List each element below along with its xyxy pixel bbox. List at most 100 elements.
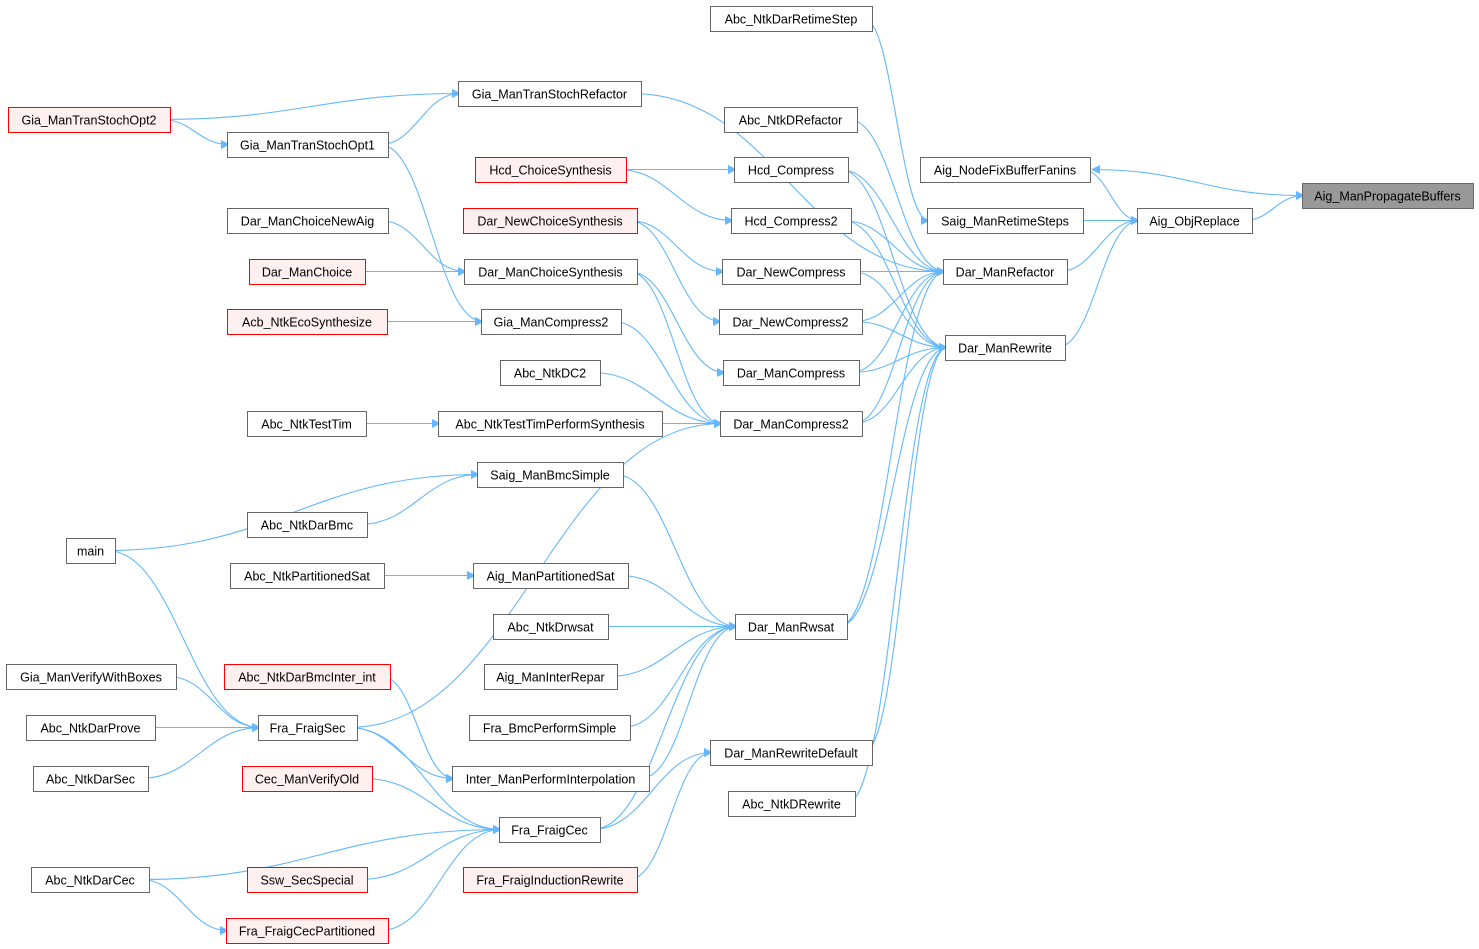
edge-gia-man-tran-stoch-opt2-to-gia-man-tran-stoch-refactor — [161, 89, 461, 121]
node-box — [230, 563, 385, 589]
node-dar-man-compress2[interactable]: Dar_ManCompress2 — [720, 411, 863, 437]
node-main[interactable]: main — [66, 538, 116, 564]
node-dar-man-rwsat[interactable]: Dar_ManRwsat — [735, 614, 848, 640]
node-label: Aig_ManPropagateBuffers — [1314, 190, 1460, 204]
node-dar-man-rewrite[interactable]: Dar_ManRewrite — [945, 335, 1066, 361]
node-box — [1302, 183, 1474, 209]
node-gia-man-tran-stoch-opt1[interactable]: Gia_ManTranStochOpt1 — [227, 132, 389, 158]
node-label: Gia_ManTranStochOpt1 — [240, 139, 375, 153]
node-label: Dar_ManCompress — [737, 367, 845, 381]
node-gia-man-tran-stoch-refactor[interactable]: Gia_ManTranStochRefactor — [458, 81, 642, 107]
node-label: Aig_ObjReplace — [1149, 215, 1239, 229]
node-saig-man-retime-steps[interactable]: Saig_ManRetimeSteps — [927, 208, 1084, 234]
node-box — [258, 715, 358, 741]
node-inter-man-perform-interpolation[interactable]: Inter_ManPerformInterpolation — [452, 766, 650, 792]
edge-fra-fraig-cec-to-dar-man-rewrite-default — [591, 748, 713, 831]
node-dar-new-choice-synthesis[interactable]: Dar_NewChoiceSynthesis — [463, 208, 638, 234]
node-aig-man-partitioned-sat[interactable]: Aig_ManPartitionedSat — [473, 563, 629, 589]
node-abc-ntk-dar-cec[interactable]: Abc_NtkDarCec — [31, 867, 150, 893]
node-hcd-choice-synthesis[interactable]: Hcd_ChoiceSynthesis — [475, 157, 627, 183]
edge-abc-ntk-dar-sec-to-fra-fraig-sec — [139, 723, 261, 780]
node-abc-ntk-test-tim-perform-synthesis[interactable]: Abc_NtkTestTimPerformSynthesis — [438, 411, 663, 437]
node-hcd-compress2[interactable]: Hcd_Compress2 — [731, 208, 852, 234]
node-label: Abc_NtkTestTimPerformSynthesis — [455, 418, 644, 432]
node-label: Aig_ManInterRepar — [496, 671, 604, 685]
node-aig-node-fix-buffer-fanins[interactable]: Aig_NodeFixBufferFanins — [920, 157, 1091, 183]
node-abc-ntk-dc2[interactable]: Abc_NtkDC2 — [500, 360, 601, 386]
node-dar-man-compress[interactable]: Dar_ManCompress — [723, 360, 860, 386]
node-fra-bmc-perform-simple[interactable]: Fra_BmcPerformSimple — [469, 715, 631, 741]
node-box — [945, 335, 1066, 361]
node-acb-ntk-eco-synthesize[interactable]: Acb_NtkEcoSynthesize — [227, 309, 388, 335]
node-dar-new-compress2[interactable]: Dar_NewCompress2 — [719, 309, 863, 335]
node-box — [493, 614, 609, 640]
node-abc-ntk-dar-prove[interactable]: Abc_NtkDarProve — [26, 715, 156, 741]
node-abc-ntk-dar-sec[interactable]: Abc_NtkDarSec — [33, 766, 149, 792]
node-box — [723, 360, 860, 386]
node-ssw-sec-special[interactable]: Ssw_SecSpecial — [247, 867, 368, 893]
node-label: Abc_NtkDarProve — [40, 722, 140, 736]
edge-dar-new-compress-to-dar-man-rewrite — [851, 270, 948, 352]
edge-fra-fraig-sec-to-fra-fraig-cec — [348, 726, 502, 834]
node-aig-man-inter-repar[interactable]: Aig_ManInterRepar — [484, 664, 618, 690]
node-box — [484, 664, 618, 690]
node-box — [927, 208, 1084, 234]
node-abc-ntk-dar-retime-step[interactable]: Abc_NtkDarRetimeStep — [710, 6, 873, 32]
node-box — [499, 817, 601, 843]
node-box — [249, 259, 366, 285]
node-fra-fraig-cec-partitioned[interactable]: Fra_FraigCecPartitioned — [226, 918, 389, 944]
node-dar-man-choice[interactable]: Dar_ManChoice — [249, 259, 366, 285]
node-dar-man-rewrite-default[interactable]: Dar_ManRewriteDefault — [710, 740, 873, 766]
node-gia-man-compress2[interactable]: Gia_ManCompress2 — [481, 309, 622, 335]
node-dar-man-choice-new-aig[interactable]: Dar_ManChoiceNewAig — [227, 208, 389, 234]
node-aig-obj-replace[interactable]: Aig_ObjReplace — [1137, 208, 1253, 234]
node-cec-man-verify-old[interactable]: Cec_ManVerifyOld — [242, 766, 373, 792]
node-label: Dar_ManRewrite — [958, 342, 1052, 356]
node-hcd-compress[interactable]: Hcd_Compress — [734, 157, 849, 183]
node-box — [242, 766, 373, 792]
node-abc-ntk-drefactor[interactable]: Abc_NtkDRefactor — [724, 107, 858, 133]
node-box — [224, 664, 391, 690]
node-dar-man-refactor[interactable]: Dar_ManRefactor — [943, 259, 1068, 285]
edge-dar-man-compress2-to-dar-man-refactor — [853, 267, 946, 425]
node-abc-ntk-dar-bmc-inter-int[interactable]: Abc_NtkDarBmcInter_int — [224, 664, 391, 690]
node-label: Dar_NewCompress — [736, 266, 845, 280]
edge-abc-ntk-drewrite-to-dar-man-rewrite — [846, 343, 948, 805]
node-label: Aig_ManPartitionedSat — [487, 570, 615, 584]
edge-dar-man-refactor-to-aig-obj-replace — [1058, 216, 1140, 273]
node-label: Abc_NtkPartitionedSat — [244, 570, 370, 584]
node-box — [438, 411, 663, 437]
node-abc-ntk-partitioned-sat[interactable]: Abc_NtkPartitionedSat — [230, 563, 385, 589]
edge-main-to-fra-fraig-sec — [106, 549, 261, 732]
node-abc-ntk-dar-bmc[interactable]: Abc_NtkDarBmc — [247, 512, 368, 538]
edge-abc-ntk-dc2-to-dar-man-compress2 — [591, 371, 723, 428]
node-aig-man-propagate-buffers[interactable]: Aig_ManPropagateBuffers — [1302, 183, 1474, 209]
node-saig-man-bmc-simple[interactable]: Saig_ManBmcSimple — [477, 462, 624, 488]
node-gia-man-tran-stoch-opt2[interactable]: Gia_ManTranStochOpt2 — [8, 107, 171, 133]
node-label: Fra_BmcPerformSimple — [483, 722, 616, 736]
node-fra-fraig-sec[interactable]: Fra_FraigSec — [258, 715, 358, 741]
node-box — [719, 309, 863, 335]
node-fra-fraig-induction-rewrite[interactable]: Fra_FraigInductionRewrite — [463, 867, 638, 893]
node-box — [458, 81, 642, 107]
node-dar-man-choice-synthesis[interactable]: Dar_ManChoiceSynthesis — [464, 259, 638, 285]
edge-hcd-compress-to-dar-man-rewrite — [839, 168, 948, 352]
node-box — [6, 664, 177, 690]
node-dar-new-compress[interactable]: Dar_NewCompress — [722, 259, 861, 285]
edge-dar-man-choice-synthesis-to-dar-man-compress — [628, 270, 726, 377]
node-gia-man-verify-with-boxes[interactable]: Gia_ManVerifyWithBoxes — [6, 664, 177, 690]
edge-aig-man-inter-repar-to-dar-man-rwsat — [608, 622, 738, 678]
node-label: Dar_ManRwsat — [748, 621, 835, 635]
node-fra-fraig-cec[interactable]: Fra_FraigCec — [499, 817, 601, 843]
node-label: Saig_ManBmcSimple — [490, 469, 610, 483]
node-abc-ntk-drwsat[interactable]: Abc_NtkDrwsat — [493, 614, 609, 640]
node-label: Acb_NtkEcoSynthesize — [242, 316, 372, 330]
edge-abc-ntk-dar-cec-to-fra-fraig-cec — [140, 825, 502, 881]
edge-hcd-compress2-to-dar-man-refactor — [842, 219, 946, 276]
node-label: Gia_ManTranStochRefactor — [472, 88, 627, 102]
node-abc-ntk-drewrite[interactable]: Abc_NtkDRewrite — [728, 791, 856, 817]
node-label: Hcd_Compress — [748, 164, 834, 178]
node-abc-ntk-test-tim[interactable]: Abc_NtkTestTim — [247, 411, 367, 437]
node-label: Ssw_SecSpecial — [260, 874, 353, 888]
